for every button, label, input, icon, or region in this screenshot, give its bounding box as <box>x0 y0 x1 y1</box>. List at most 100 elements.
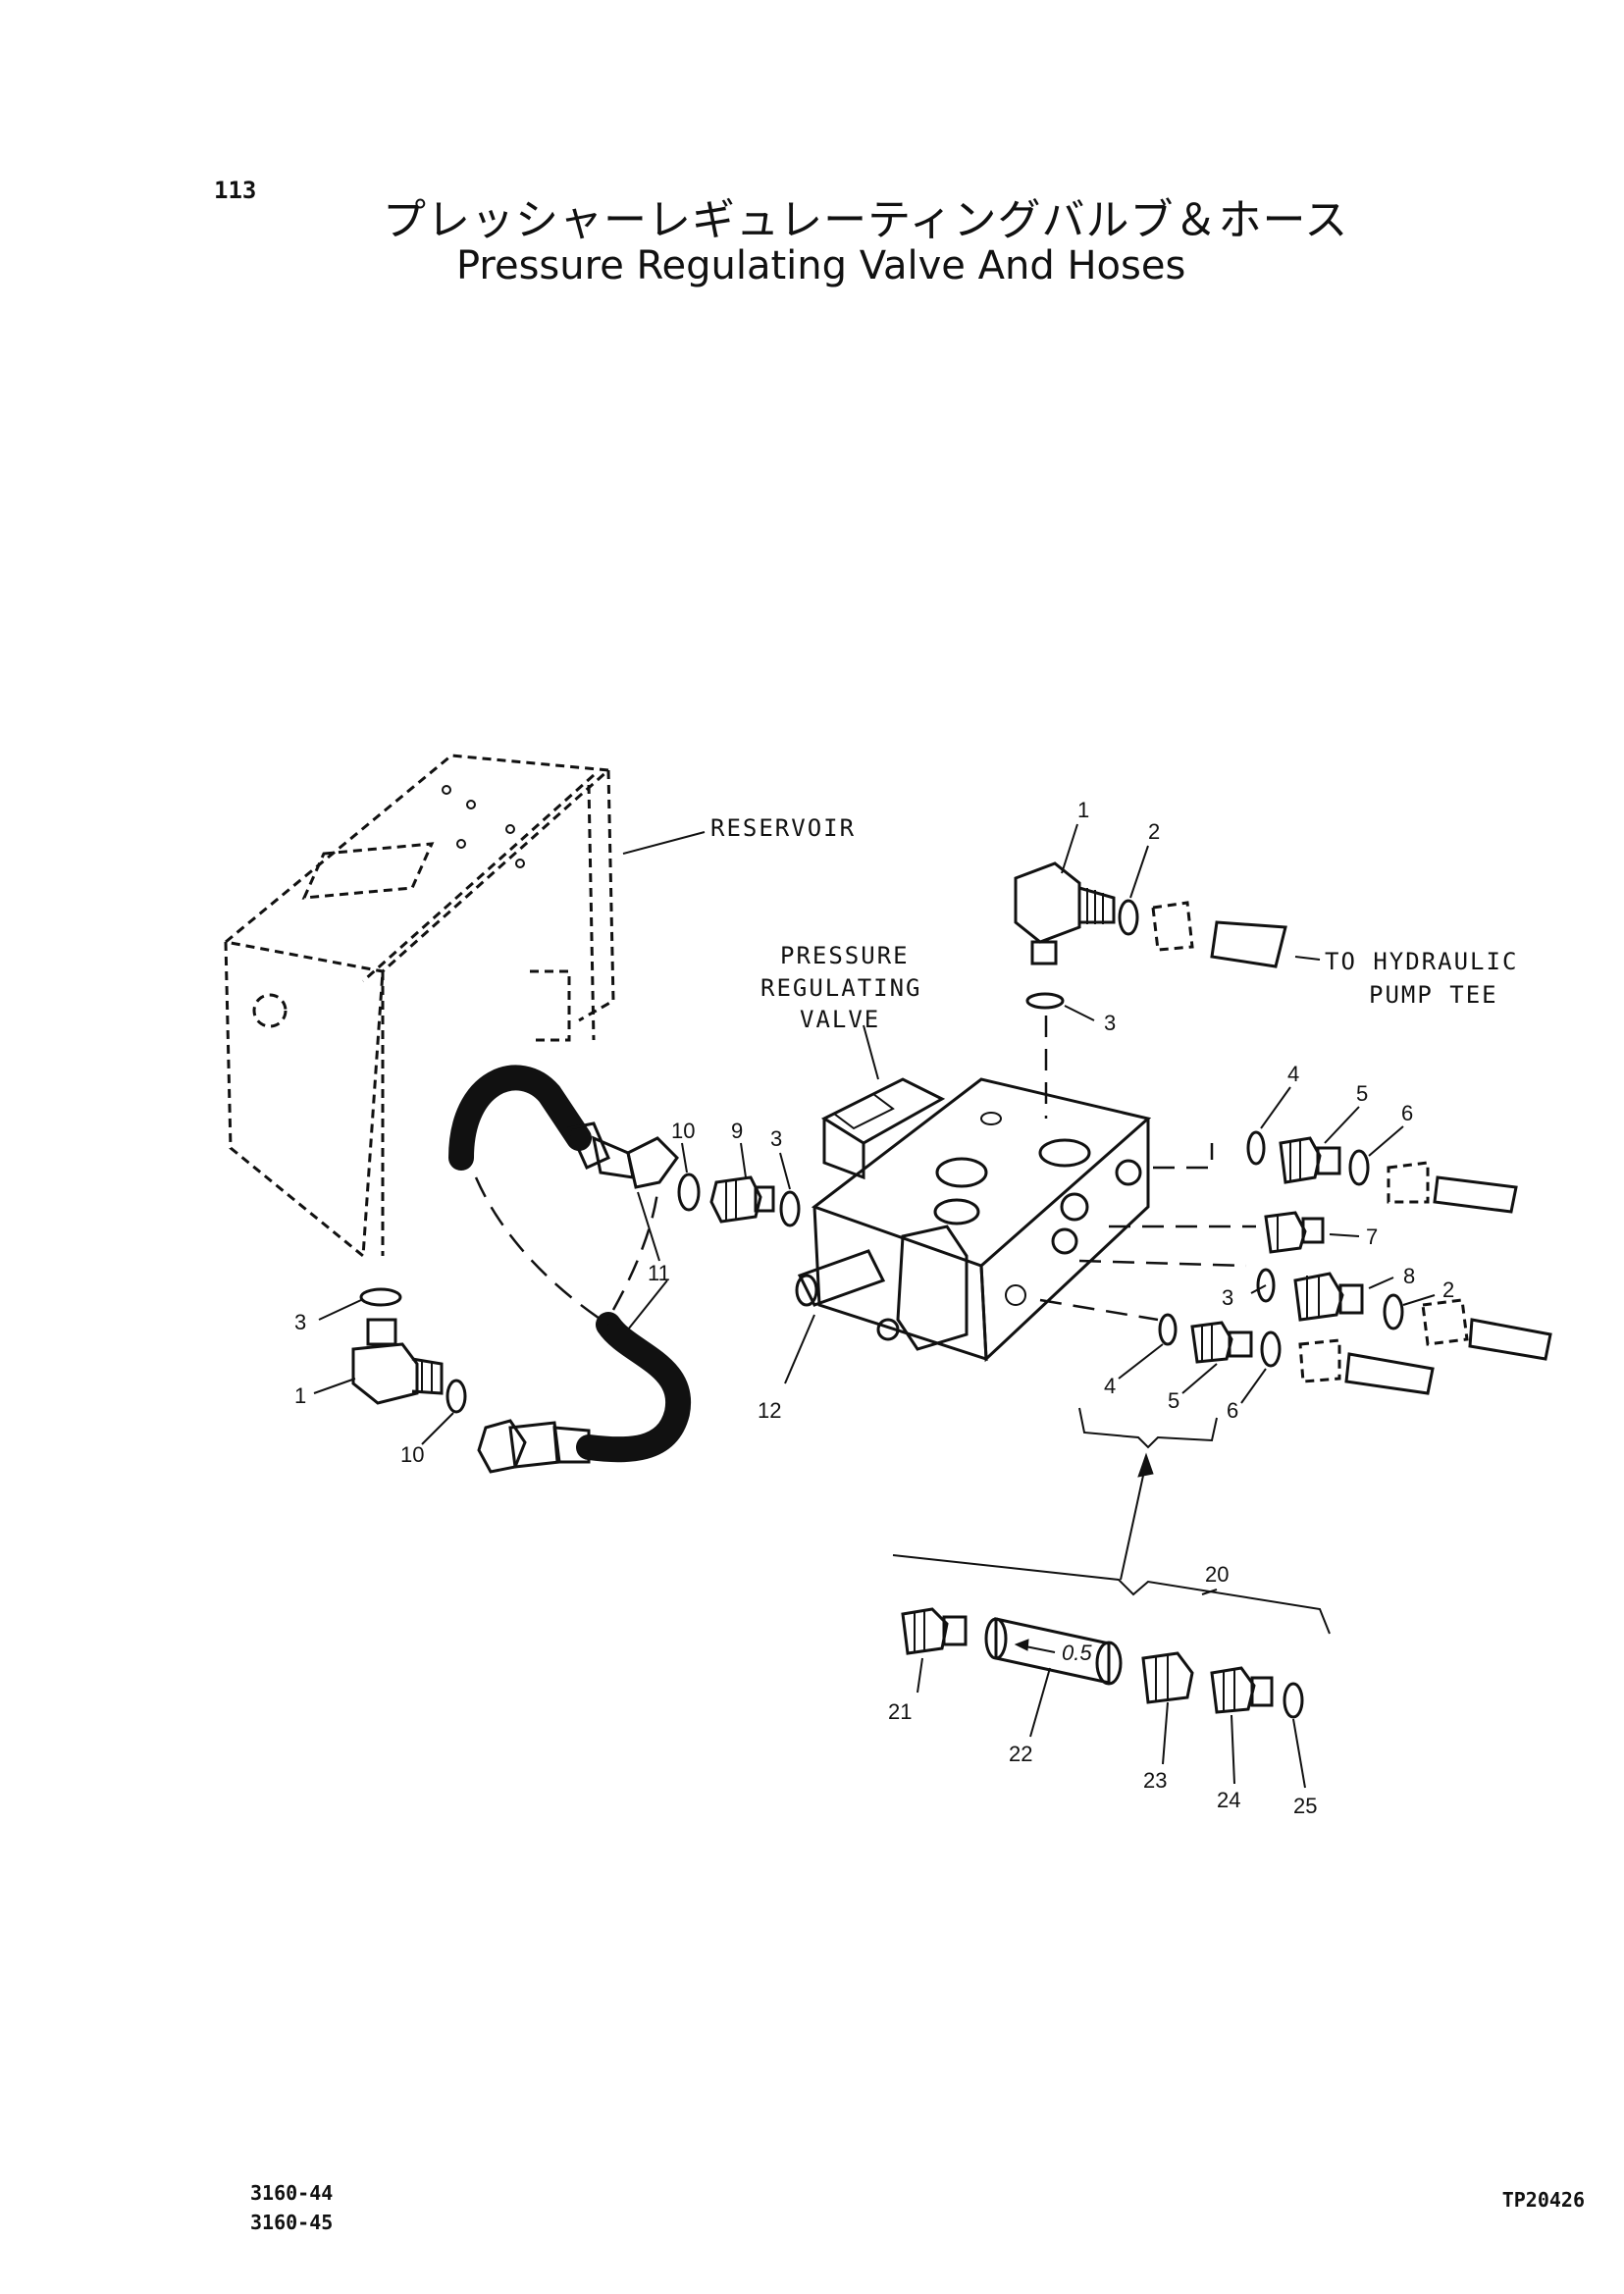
part-label-2-right: 2 <box>1442 1277 1454 1302</box>
page-title-japanese: プレッシャーレギュレーティングバルブ＆ホース <box>383 195 1349 245</box>
hose-end-right-2 <box>1421 1298 1552 1361</box>
part-label-4-right: 4 <box>1287 1062 1299 1086</box>
part-label-6-lower: 6 <box>1227 1398 1238 1423</box>
leader-5-lower <box>1181 1363 1218 1394</box>
part-label-24: 24 <box>1217 1788 1240 1812</box>
part-label-3-right: 3 <box>1222 1285 1233 1310</box>
adapter-9 <box>709 1175 775 1224</box>
hose-routing-dashline-2 <box>611 1191 659 1311</box>
part-label-11-a: 11 <box>648 1261 670 1285</box>
leader-20 <box>1201 1589 1218 1595</box>
o-ring-3-left <box>359 1287 402 1307</box>
o-ring-4-right <box>1246 1130 1266 1166</box>
part-label-25: 25 <box>1293 1794 1317 1818</box>
hose-end-to-pump <box>1151 901 1287 968</box>
adapter-5-lower <box>1190 1321 1253 1364</box>
part-label-23: 23 <box>1143 1768 1167 1793</box>
o-ring-6-right <box>1348 1149 1370 1186</box>
part-label-5-lower: 5 <box>1168 1388 1179 1413</box>
leader-7 <box>1329 1233 1360 1237</box>
part-label-3-mid: 3 <box>770 1126 782 1151</box>
leader-1-left <box>313 1378 356 1394</box>
part-23 <box>1141 1651 1194 1704</box>
part-label-3-left: 3 <box>294 1310 306 1334</box>
part-label-20: 20 <box>1205 1562 1229 1587</box>
leader-3-top <box>1064 1005 1095 1021</box>
kit-arrow-head <box>1137 1452 1154 1478</box>
leader-2-right <box>1402 1294 1436 1306</box>
pump-callout-line1: TO HYDRAULIC <box>1325 948 1518 975</box>
pressure-regulating-valve-body <box>795 1077 1152 1363</box>
leader-10-left <box>421 1412 454 1445</box>
part-label-6-right: 6 <box>1401 1101 1413 1125</box>
kit-20-bracket <box>892 1554 1331 1635</box>
o-ring-4-lower <box>1158 1313 1178 1346</box>
top-elbow-fitting <box>1014 861 1116 965</box>
reservoir-leader <box>622 831 706 855</box>
valve-callout-line1: PRESSURE <box>780 942 910 969</box>
leader-3-left <box>318 1299 362 1321</box>
part-label-12: 12 <box>758 1398 781 1423</box>
part-label-3-top: 3 <box>1104 1011 1116 1035</box>
adapter-8 <box>1293 1272 1364 1322</box>
part-label-10-mid: 10 <box>671 1119 695 1143</box>
o-ring-10-mid <box>677 1173 701 1212</box>
part-label-4-lower: 4 <box>1104 1374 1116 1398</box>
valve-callout-line2: REGULATING <box>760 974 922 1002</box>
reservoir-outline <box>222 754 615 1259</box>
reference-number-1: 3160-44 <box>250 2181 334 2205</box>
left-elbow-fitting <box>351 1318 444 1405</box>
leader-6-right <box>1368 1125 1404 1157</box>
part-label-5-right: 5 <box>1356 1081 1368 1106</box>
leader-12 <box>784 1314 815 1384</box>
o-ring-10-left <box>445 1379 467 1414</box>
part-label-9: 9 <box>731 1119 743 1143</box>
pump-callout-line2: PUMP TEE <box>1369 981 1498 1009</box>
o-ring-2-right <box>1383 1293 1404 1330</box>
leader-25 <box>1292 1718 1306 1789</box>
leader-11-b <box>627 1279 668 1330</box>
valve-callout-line3: VALVE <box>800 1006 880 1033</box>
part-label-8: 8 <box>1403 1264 1415 1288</box>
leader-10-mid <box>681 1142 688 1173</box>
leader-2-top <box>1129 845 1149 899</box>
part-22-orifice <box>984 1617 1123 1686</box>
part-label-7: 7 <box>1366 1225 1378 1249</box>
right-port-dashline-2 <box>1078 1259 1247 1268</box>
leader-8 <box>1368 1277 1394 1289</box>
page-title-english: Pressure Regulating Valve And Hoses <box>456 243 1186 288</box>
reference-number-2: 3160-45 <box>250 2211 334 2234</box>
part-label-1-top: 1 <box>1077 798 1089 822</box>
part-24 <box>1210 1666 1274 1714</box>
o-ring-3-right <box>1256 1268 1276 1303</box>
hose-end-lower <box>1298 1338 1435 1395</box>
drawing-number: TP20426 <box>1501 2188 1585 2212</box>
leader-5-right <box>1324 1106 1360 1144</box>
part-label-21: 21 <box>888 1699 912 1724</box>
pump-leader <box>1294 956 1321 961</box>
o-ring-25 <box>1283 1682 1304 1719</box>
hose-routing-dashline <box>474 1176 609 1327</box>
leader-4-right <box>1260 1086 1291 1129</box>
kit-bracket <box>1078 1407 1218 1449</box>
o-ring-3-top <box>1025 992 1065 1010</box>
leader-3-right <box>1250 1284 1267 1294</box>
part-label-2-top: 2 <box>1148 819 1160 844</box>
reservoir-callout: RESERVOIR <box>710 814 856 842</box>
leader-22 <box>1029 1667 1051 1738</box>
o-ring-6-lower <box>1260 1330 1282 1368</box>
right-port-dashline-1 <box>1153 1143 1214 1170</box>
part-21 <box>901 1607 968 1655</box>
leader-6-lower <box>1240 1368 1267 1404</box>
hose-end-right-1 <box>1387 1161 1518 1214</box>
orifice-size-label: 0.5 <box>1062 1641 1092 1665</box>
page-number: 113 <box>214 177 257 204</box>
lower-port-dashline <box>1039 1298 1159 1322</box>
leader-1-top <box>1061 823 1078 874</box>
leader-11-a <box>637 1191 660 1262</box>
leader-21 <box>917 1657 923 1694</box>
leader-3-mid <box>779 1152 791 1190</box>
leader-24 <box>1231 1714 1235 1785</box>
adapter-5-right <box>1279 1136 1341 1184</box>
